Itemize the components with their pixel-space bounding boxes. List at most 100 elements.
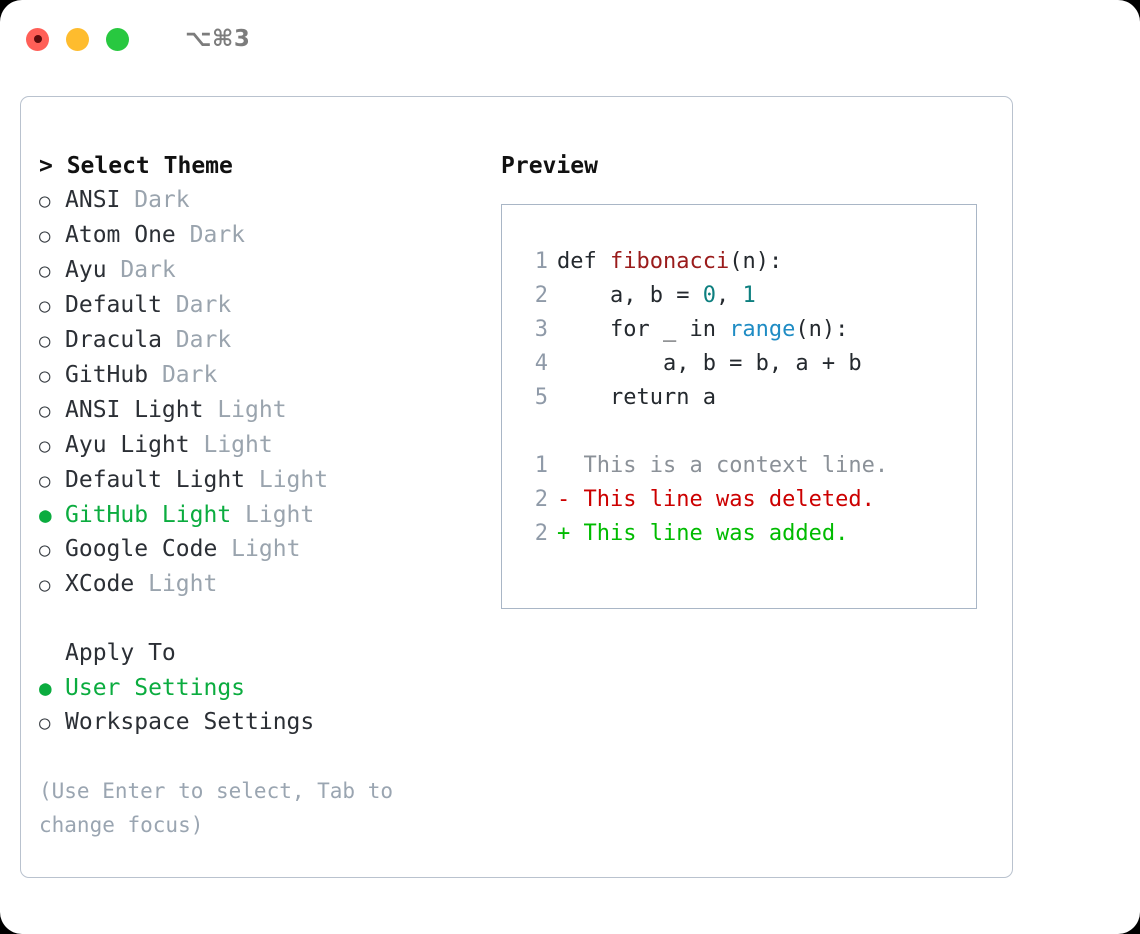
theme-option-label: XCode [65, 571, 135, 597]
radio-unselected-icon: ○ [39, 330, 51, 352]
code-line: 5 return a [522, 381, 976, 415]
code-token: a, b = [557, 283, 703, 308]
minimize-button-icon[interactable] [66, 27, 89, 51]
code-sample: 1 def fibonacci (n): 2 a, b = 0, 1 3 for _ i… [522, 245, 976, 415]
apply-to-option[interactable]: ○Workspace Settings [39, 705, 481, 740]
apply-to-header: ○ Apply To [39, 636, 481, 671]
preview-box: 1 def fibonacci (n): 2 a, b = 0, 1 3 for _ i… [501, 204, 977, 609]
diff-text: This line was added. [583, 521, 849, 546]
title-bar: ⌥⌘3 [0, 0, 1140, 78]
apply-to-header-marker: ○ [39, 637, 65, 671]
code-line-number: 2 [534, 283, 548, 308]
theme-option[interactable]: ○Ayu Dark [39, 253, 481, 288]
hint-spacer [39, 740, 481, 774]
theme-option-label: Default [65, 292, 162, 318]
code-token: , [715, 283, 743, 308]
theme-option-variant-badge: Light [189, 432, 273, 458]
theme-option[interactable]: ○ XCode Light [39, 567, 481, 602]
radio-unselected-icon: ○ [39, 260, 51, 282]
theme-option-variant-badge: Light [203, 397, 287, 423]
keyboard-shortcut-label: ⌥⌘3 [185, 26, 251, 52]
keyboard-hint-text: (Use Enter to select, Tab to change focu… [39, 779, 406, 837]
theme-option-variant-badge: Light [245, 467, 329, 493]
radio-unselected-icon: ○ [39, 539, 51, 561]
diff-sign: - [557, 487, 584, 512]
diff-sign: + [557, 521, 584, 546]
theme-option-variant-badge: Light [217, 536, 301, 562]
theme-option[interactable]: ○Atom One Dark [39, 218, 481, 253]
diff-line: 2- This line was deleted. [522, 483, 976, 517]
theme-option[interactable]: ○ ANSI Light Light [39, 393, 481, 428]
radio-selected-icon: ● [39, 676, 52, 700]
theme-option-label: Default Light [65, 467, 246, 493]
theme-option-label: Ayu [65, 257, 107, 283]
preview-column: Preview 1 def fibonacci (n): 2 a, b = 0, 1 3… [481, 97, 1012, 877]
code-token: def [557, 249, 610, 274]
code-token: fibonacci [609, 249, 730, 274]
theme-option-label: ANSI [65, 187, 121, 213]
code-line-number: 4 [534, 351, 548, 376]
theme-option-variant-badge: Dark [161, 327, 232, 353]
theme-option-variant-badge: Dark [161, 292, 232, 318]
close-button-icon[interactable] [26, 27, 49, 51]
radio-unselected-icon: ○ [39, 295, 51, 317]
diff-text: This is a context line. [583, 453, 889, 478]
code-line-number: 3 [534, 317, 548, 342]
diff-line: 1 This is a context line. [522, 449, 976, 483]
radio-unselected-icon: ○ [39, 712, 51, 734]
code-token: 0 [702, 283, 716, 308]
diff-text: This line was deleted. [583, 487, 875, 512]
code-diff-spacer [522, 415, 976, 449]
diff-line-number: 2 [534, 521, 548, 546]
radio-selected-icon: ● [39, 503, 52, 527]
theme-option[interactable]: ○ Default Light Light [39, 463, 481, 498]
diff-line-number: 1 [534, 453, 548, 478]
theme-option[interactable]: ○ANSI Dark [39, 183, 481, 218]
code-line-number: 1 [534, 249, 548, 274]
code-token: for _ in [557, 317, 730, 342]
theme-option-label: Atom One [65, 222, 176, 248]
theme-option-variant-badge: Light [231, 502, 315, 528]
select-theme-header: > Select Theme [39, 153, 233, 179]
theme-option[interactable]: ○ Dracula Dark [39, 323, 481, 358]
diff-sign [557, 449, 584, 483]
main-panel: > Select Theme ○ANSI Dark○Atom One Dark○… [20, 96, 1013, 878]
code-token: a, b = b, a + b [557, 351, 862, 376]
window-controls [26, 27, 129, 51]
code-token: range [729, 317, 796, 342]
theme-option[interactable]: ○GitHub Dark [39, 358, 481, 393]
theme-option-variant-badge: Light [134, 571, 218, 597]
radio-unselected-icon: ○ [39, 470, 51, 492]
code-token: (n): [795, 317, 849, 342]
theme-option-variant-badge: Dark [148, 362, 218, 388]
apply-to-option-list[interactable]: ●User Settings○Workspace Settings [39, 671, 481, 740]
list-spacer [39, 602, 481, 636]
theme-option[interactable]: ○ Default Dark [39, 288, 481, 323]
apply-to-header-label: Apply To [65, 640, 176, 666]
code-token: return a [557, 385, 716, 410]
radio-unselected-icon: ○ [39, 400, 51, 422]
diff-line: 2 + This line was added. [522, 517, 976, 551]
theme-selector-column: > Select Theme ○ANSI Dark○Atom One Dark○… [21, 97, 481, 877]
theme-option-label: GitHub [65, 362, 149, 388]
theme-option-list[interactable]: ○ANSI Dark○Atom One Dark○Ayu Dark○Defaul… [39, 183, 481, 602]
radio-unselected-icon: ○ [39, 574, 51, 596]
theme-option-label: Dracula [65, 327, 162, 353]
code-line-number: 5 [534, 385, 548, 410]
radio-unselected-icon: ○ [39, 190, 51, 212]
code-token: 1 [742, 283, 756, 308]
theme-option[interactable]: ○ Ayu Light Light [39, 428, 481, 463]
code-line: 3 for _ in range(n): [522, 313, 976, 347]
theme-option[interactable]: ●GitHub Light Light [39, 498, 481, 532]
theme-option[interactable]: ○ Google Code Light [39, 532, 481, 567]
theme-option-variant-badge: Dark [175, 222, 246, 248]
preview-header: Preview [501, 153, 598, 179]
apply-to-option[interactable]: ●User Settings [39, 671, 481, 705]
theme-option-label: ANSI Light [65, 397, 204, 423]
radio-unselected-icon: ○ [39, 435, 51, 457]
theme-option-label: Ayu Light [65, 432, 190, 458]
theme-option-label: Google Code [65, 536, 218, 562]
maximize-button-icon[interactable] [106, 27, 129, 51]
